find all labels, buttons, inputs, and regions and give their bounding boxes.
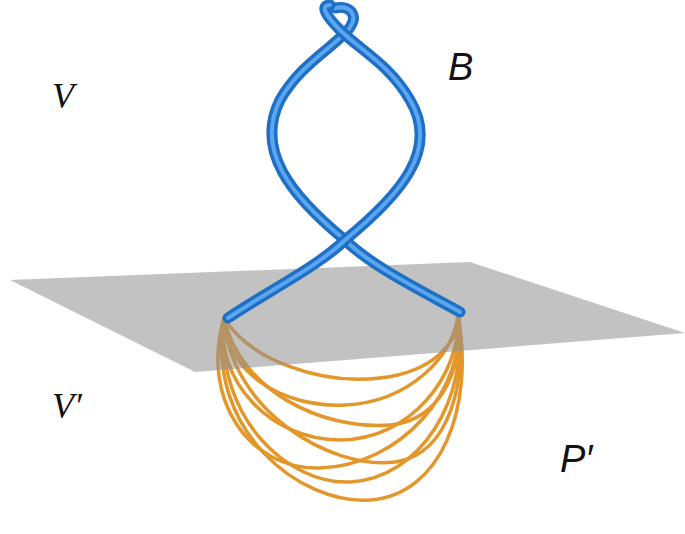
region-label: V: [52, 78, 74, 114]
region-label: V′: [52, 388, 82, 424]
braid: [228, 5, 460, 318]
braid-label: B: [448, 48, 473, 86]
splitting-plane: [10, 262, 685, 372]
plat-label: P′: [560, 440, 592, 478]
